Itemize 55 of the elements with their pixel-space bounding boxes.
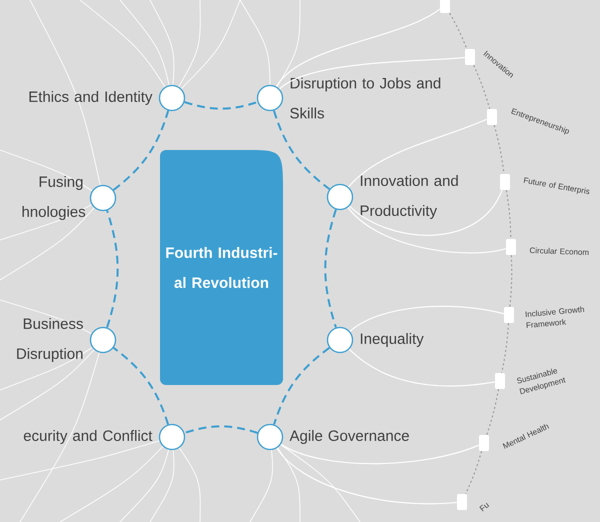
topic-circle xyxy=(326,184,354,210)
dashed-ring-arc xyxy=(112,110,170,191)
tab-marker xyxy=(457,494,467,510)
topic-label: Fu xyxy=(479,502,490,512)
tab-marker xyxy=(465,49,475,65)
dashed-ring-arc xyxy=(184,425,258,434)
dashed-ring-arc xyxy=(273,346,330,425)
link-line xyxy=(349,190,502,236)
topic-label: Ethics and Identity xyxy=(29,91,152,105)
tab-marker xyxy=(506,239,516,255)
tab-marker xyxy=(504,307,514,323)
topic-label: Fusing hnologies xyxy=(22,176,86,220)
topic-label: Business Disruption xyxy=(17,318,83,362)
center-box: Fourth Industri-al Revolution xyxy=(160,150,283,385)
link-line xyxy=(280,444,479,464)
dotted-arc xyxy=(449,12,468,49)
link-line xyxy=(279,56,465,90)
dotted-arc xyxy=(494,125,504,174)
link-line xyxy=(276,8,440,87)
link-line xyxy=(348,207,506,254)
topic-label: Innovation and Productivity xyxy=(360,175,458,219)
dashed-ring-arc xyxy=(324,209,337,328)
dotted-arc xyxy=(486,389,500,435)
tab-marker xyxy=(487,109,497,125)
topic-circle xyxy=(158,424,186,450)
topic-circle xyxy=(326,326,354,354)
dotted-arc xyxy=(465,451,482,494)
link-line xyxy=(276,448,457,504)
dashed-ring-arc xyxy=(106,210,119,328)
tab-marker xyxy=(500,174,510,190)
topic-label: Future of Enterpris xyxy=(524,177,590,194)
dashed-ring-arc xyxy=(272,110,330,190)
link-line xyxy=(348,348,495,386)
link-line xyxy=(348,118,488,188)
topic-label: Agile Governance xyxy=(290,430,409,444)
topic-label: Inclusive Growth Framework xyxy=(526,306,584,328)
dashed-ring-arc xyxy=(112,347,170,425)
dotted-arc xyxy=(501,323,509,373)
tab-marker xyxy=(479,435,489,451)
topic-label: Disruption to Jobs and Skills xyxy=(290,78,440,118)
topic-label: Inequality xyxy=(360,333,424,347)
topic-circle xyxy=(90,326,116,354)
tab-marker xyxy=(495,373,505,389)
link-line xyxy=(350,306,504,332)
dashed-ring-arc xyxy=(184,101,258,110)
dotted-arc xyxy=(506,190,512,239)
dotted-arc xyxy=(509,255,512,307)
topic-circle xyxy=(256,424,284,450)
topic-circle xyxy=(256,84,284,112)
tab-marker xyxy=(440,0,450,13)
dotted-arc xyxy=(473,64,490,109)
topic-label: Circular Econom xyxy=(530,247,589,256)
topic-label: ecurity and Conflict xyxy=(24,430,152,444)
topic-circle xyxy=(158,84,186,112)
topic-circle xyxy=(90,184,116,212)
